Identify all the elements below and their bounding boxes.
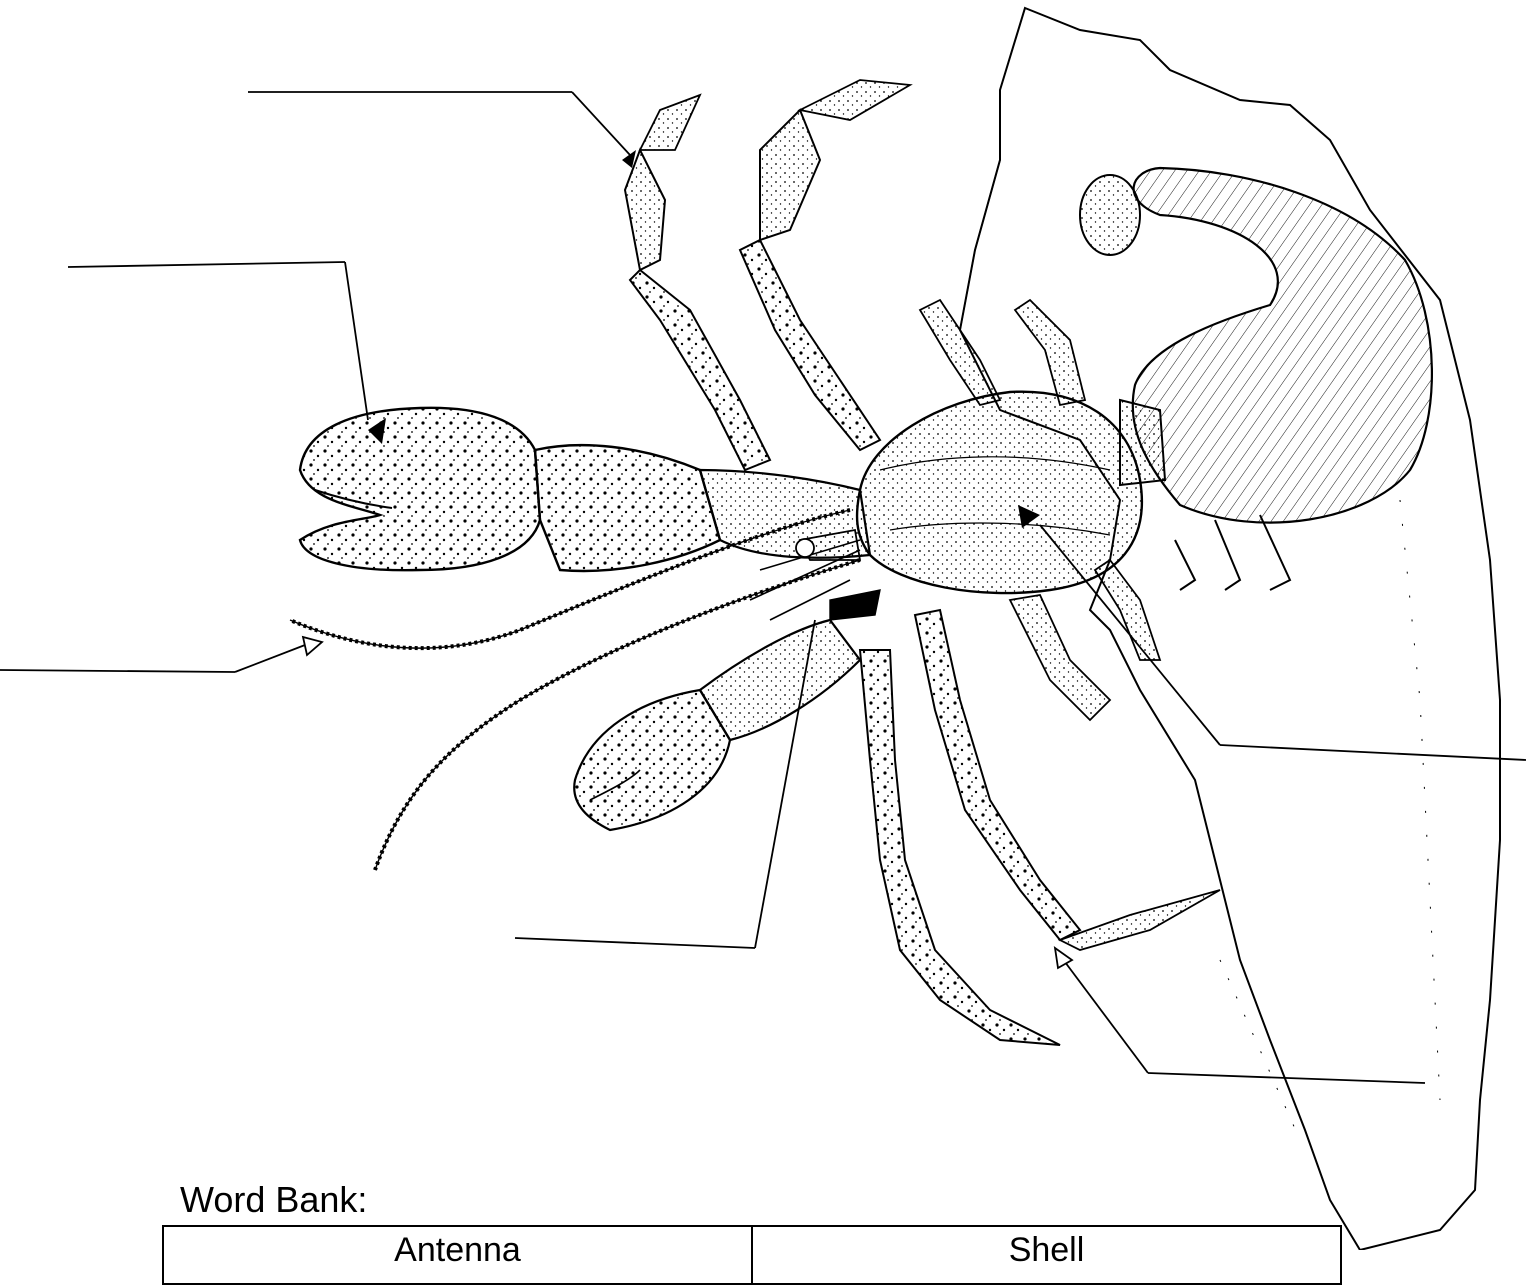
hermit-crab-diagram: [0, 0, 1526, 1250]
word-bank-title: Word Bank:: [180, 1182, 367, 1218]
word-bank-table: Antenna Shell: [162, 1225, 1342, 1285]
carapace: [857, 392, 1142, 593]
word-bank-word-antenna: Antenna: [164, 1227, 751, 1283]
word-bank-word-shell: Shell: [751, 1227, 1340, 1283]
large-claw: [300, 408, 870, 571]
